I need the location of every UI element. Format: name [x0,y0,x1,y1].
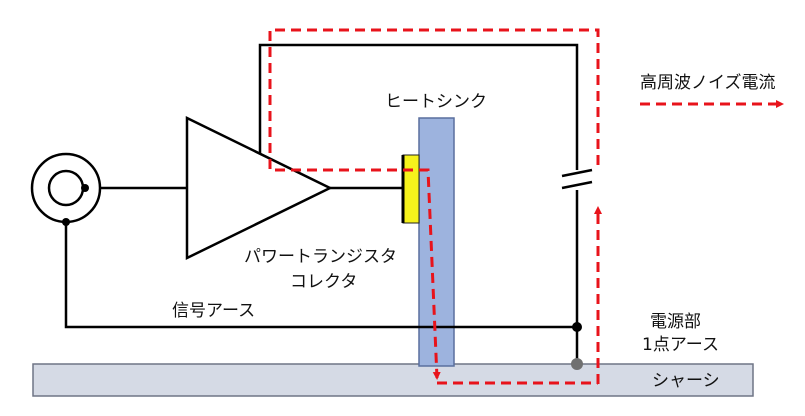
power-ground-label-line1: 電源部 [650,312,701,332]
noise-current-path [268,28,602,385]
legend-label: 高周波ノイズ電流 [640,73,776,93]
heatsink-label: ヒートシンク [385,92,487,112]
power-ground-label-line2: 1点アース [642,335,719,355]
chassis-label: シャーシ [652,371,720,391]
circuit-wires [64,43,579,364]
junction-dot [572,322,582,332]
chassis-plate [32,363,754,397]
heatsink [418,117,455,367]
transistor-label-line2: コレクタ [290,272,357,292]
ground-node [571,358,583,370]
transistor-label-line1: パワートランジスタ [244,247,397,267]
stray-capacitance-icon [561,168,593,190]
coaxial-connector-icon [30,152,102,226]
signal-ground-label: 信号アース [172,301,255,321]
triangle-amplifier-icon [185,115,333,261]
collector-plate [402,154,420,224]
